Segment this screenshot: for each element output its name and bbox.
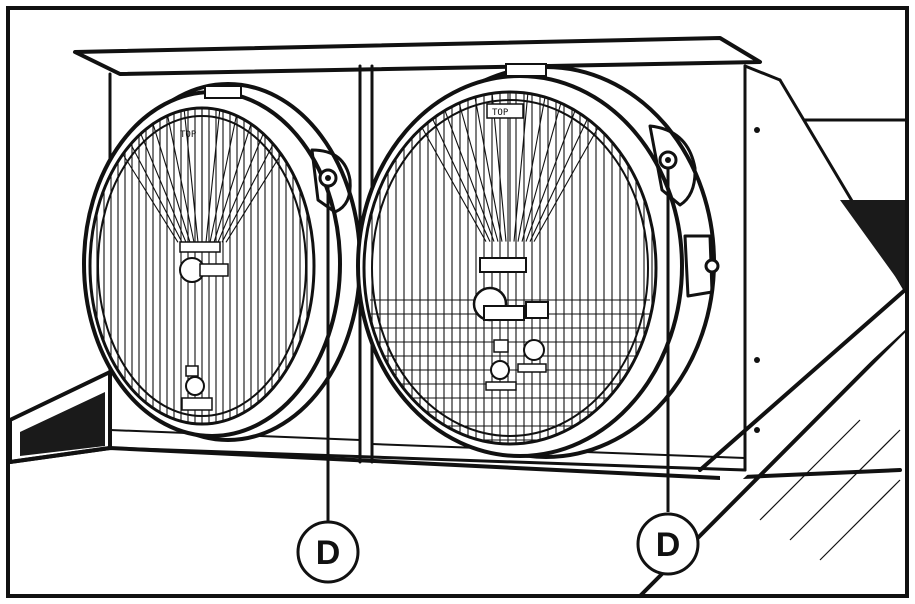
right-top-mark: TOP (492, 108, 509, 118)
left-top-mark: TOP (180, 130, 197, 140)
image-border (6, 6, 909, 598)
lens-rib (165, 108, 195, 243)
left-headlamp: TOP (82, 82, 362, 522)
right-top-label-box (486, 103, 524, 119)
callout-left: D (296, 520, 360, 584)
lens-rib (437, 92, 495, 242)
lens-rib (473, 92, 503, 242)
callout-right-label: D (656, 526, 681, 564)
lens-rib (525, 92, 583, 242)
lens-rib (205, 108, 221, 243)
lens-rib (213, 108, 257, 243)
lens-rib (517, 92, 547, 242)
panel-hatching (759, 419, 901, 561)
lens-rib (183, 108, 199, 243)
right-adjuster-screw (648, 124, 697, 207)
lens-rib (521, 92, 565, 242)
lens-rib (147, 108, 191, 243)
callout-left-label: D (316, 534, 341, 572)
lens-rib (455, 92, 499, 242)
lens-rib (513, 92, 529, 242)
callout-right: D (636, 512, 700, 576)
right-headlamp: TOP (356, 63, 720, 512)
lens-rib (209, 108, 239, 243)
